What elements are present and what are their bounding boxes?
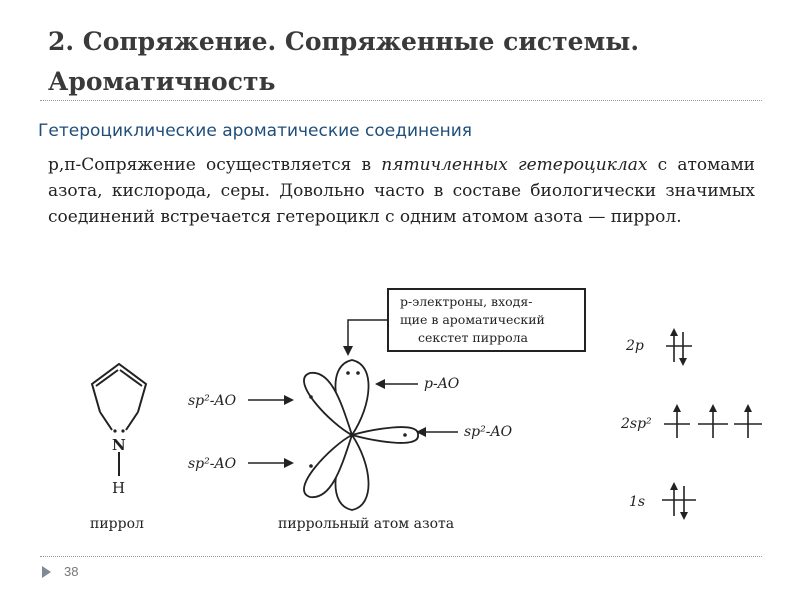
label-sp2-left-bottom: sp²-AO — [188, 456, 237, 472]
p-electron-dot — [346, 371, 350, 375]
level-1s-label: 1s — [629, 494, 645, 510]
sp2-lobe-lower-left — [303, 433, 354, 498]
p-electron-dot — [356, 371, 360, 375]
callout-line3: секстет пиррола — [418, 330, 529, 345]
energy-level-diagram: 2p 2sp² 1s — [620, 328, 762, 520]
slide-title-line2: Ароматичность — [48, 67, 276, 96]
lone-pair-dot — [121, 429, 125, 433]
title-divider — [40, 100, 762, 101]
para-part1: p,π-Сопряжение осуществляется в — [48, 155, 382, 175]
arrow-head — [343, 346, 353, 356]
arrow-head — [284, 395, 294, 405]
arrow-head — [375, 379, 385, 389]
hydrogen-label: H — [112, 479, 125, 497]
label-sp2-right: sp²-AO — [464, 424, 513, 440]
sp2-lobe-upper-left — [303, 372, 354, 437]
label-p-ao: p-AO — [424, 376, 460, 392]
section-subtitle: Гетероциклические ароматические соединен… — [38, 121, 473, 141]
footer-divider — [40, 556, 762, 557]
lone-pair-dot — [113, 429, 117, 433]
sp2-electron-dot — [403, 433, 407, 437]
nitrogen-orbitals — [303, 359, 419, 511]
level-2sp2-label: 2sp² — [620, 416, 652, 432]
arrow-head — [284, 458, 294, 468]
callout-leader — [347, 319, 388, 348]
sp2-electron-dot — [309, 395, 313, 399]
pyrrole-figure: N H пиррол р-электроны, входя- щие в аро… — [90, 288, 762, 532]
nitrogen-label: N — [112, 436, 126, 454]
arrow-head — [416, 427, 426, 437]
sp2-lobe-right — [348, 426, 419, 444]
callout-line1: р-электроны, входя- — [400, 294, 532, 309]
page-number: 38 — [64, 564, 79, 579]
callout-line2: щие в ароматический — [400, 312, 545, 327]
footer-arrow-icon — [42, 566, 51, 578]
level-2p-label: 2p — [625, 338, 644, 354]
body-paragraph: p,π-Сопряжение осуществляется в пятичлен… — [48, 152, 755, 230]
pyrrole-caption: пиррол — [90, 516, 144, 532]
slide-title-line1: 2. Сопряжение. Сопряженные системы. — [48, 27, 640, 56]
para-italic: пятичленных гетероциклах — [381, 155, 648, 175]
sp2-electron-dot — [309, 464, 313, 468]
label-sp2-left-top: sp²-AO — [188, 393, 237, 409]
slide-title: 2. Сопряжение. Сопряженные системы. Аром… — [48, 22, 768, 102]
pyrrole-structure — [90, 362, 148, 476]
atom-caption: пиррольный атом азота — [278, 516, 454, 532]
para-part2: с атомами азота, кислорода, серы. Доволь… — [48, 155, 755, 227]
